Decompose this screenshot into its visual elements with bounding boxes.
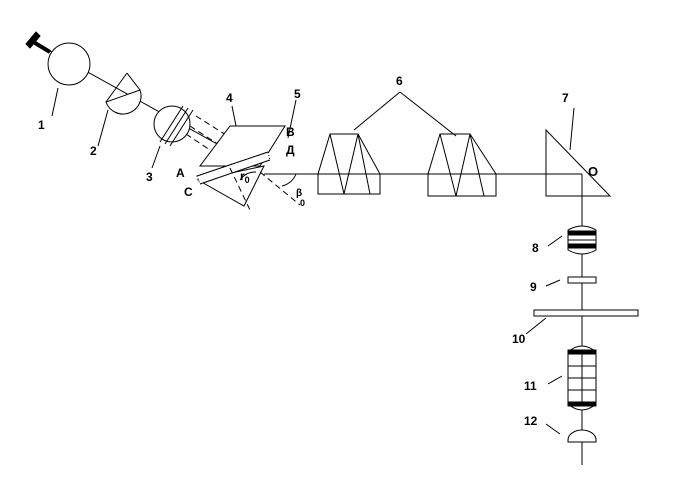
angle-r0-symbol: r	[240, 169, 245, 183]
objective-11	[547, 345, 597, 411]
analyzer-8	[547, 225, 597, 255]
polarizer-3	[153, 105, 235, 159]
leader-lines	[51, 87, 297, 169]
label-8: 8	[532, 241, 539, 255]
light-source-1	[25, 31, 91, 86]
slit-plate-10	[525, 309, 639, 335]
label-9: 9	[530, 280, 537, 294]
label-3: 3	[146, 170, 153, 184]
label-7: 7	[562, 91, 569, 105]
label-6-leaders	[353, 91, 457, 137]
turning-prism-7	[545, 107, 612, 197]
prism-assembly-4	[196, 125, 301, 211]
label-1: 1	[38, 118, 45, 132]
angle-beta0-subscript: 0	[300, 198, 305, 208]
label-5: 5	[294, 87, 301, 101]
label-6: 6	[396, 74, 403, 88]
filter-9	[545, 276, 597, 287]
label-11: 11	[524, 379, 537, 393]
label-12: 12	[524, 414, 538, 428]
lens-2	[105, 72, 142, 115]
angle-beta0-symbol: β	[296, 188, 302, 199]
angle-r0-subscript: 0	[245, 175, 250, 185]
prism-6-right	[427, 133, 497, 197]
label-10: 10	[512, 332, 526, 346]
label-D: Д	[286, 143, 295, 157]
label-A: A	[176, 166, 185, 180]
label-4: 4	[226, 91, 233, 105]
angle-r0: r0	[240, 169, 250, 185]
label-O: O	[588, 164, 598, 179]
label-C: C	[184, 185, 193, 199]
prism-6-left	[317, 133, 381, 195]
eyepiece-12	[545, 423, 597, 443]
label-2: 2	[90, 144, 97, 158]
label-B: B	[286, 125, 295, 139]
